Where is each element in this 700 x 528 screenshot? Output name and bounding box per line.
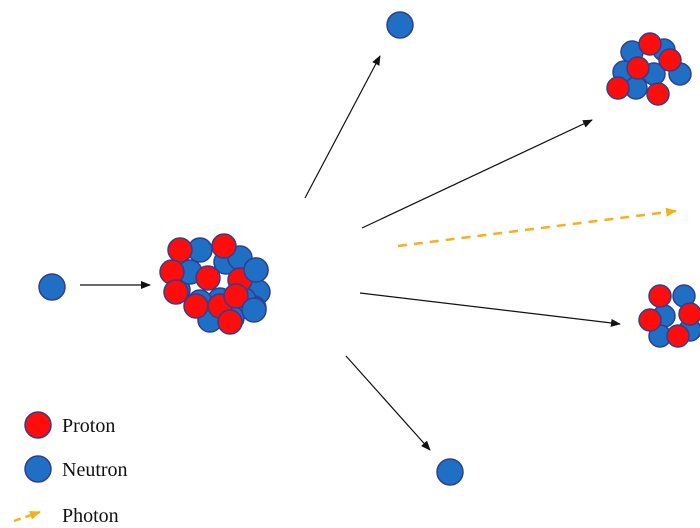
target-nucleus — [159, 233, 271, 335]
arrow-lower-fragment — [359, 292, 621, 327]
incoming-neutron — [38, 273, 66, 301]
arrow-upper-fragment — [361, 119, 593, 229]
fragment-lower — [638, 284, 700, 348]
fragment-upper — [606, 32, 692, 106]
legend-photon-swatch — [13, 510, 41, 523]
legend-photon-label: Photon — [62, 505, 119, 527]
legend-neutron-swatch — [24, 455, 52, 483]
legend-neutron-label: Neutron — [62, 459, 128, 481]
arrow-photon — [397, 207, 677, 248]
legend: Proton Neutron Photon — [13, 411, 128, 527]
arrow-up-neutron — [304, 55, 381, 199]
emitted-neutron-top — [386, 11, 414, 39]
legend-proton-label: Proton — [62, 415, 115, 437]
arrow-down-neutron — [345, 355, 431, 451]
emitted-neutron-bottom — [436, 458, 464, 486]
legend-proton-swatch — [24, 411, 52, 439]
